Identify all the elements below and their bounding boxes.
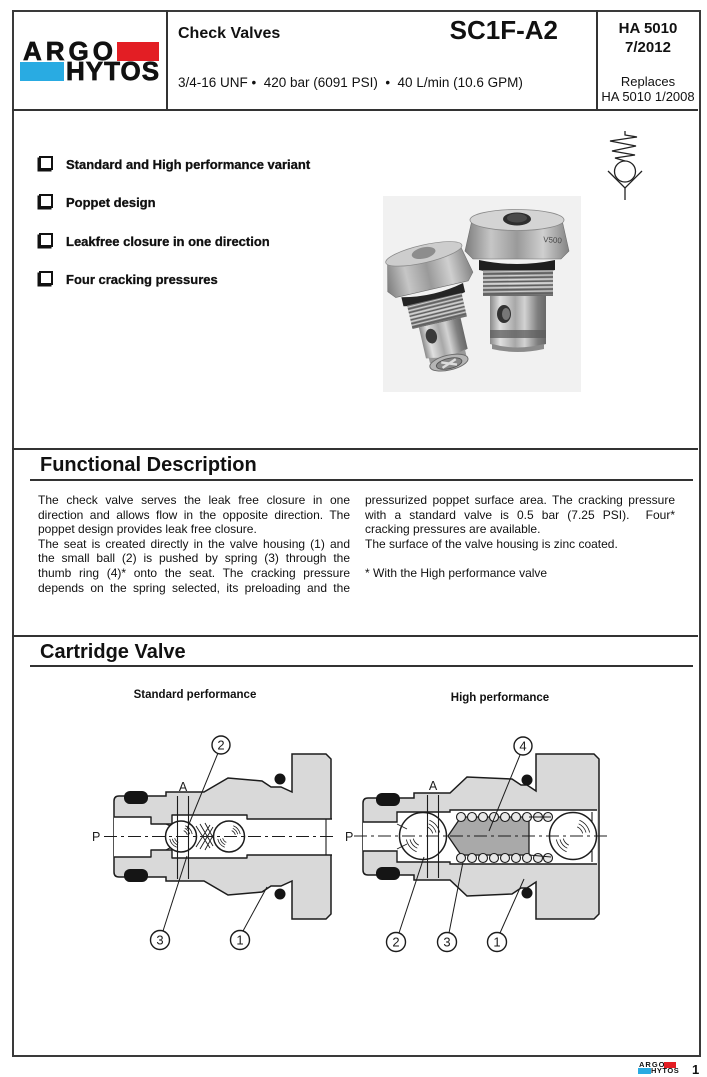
svg-text:P: P xyxy=(345,830,353,844)
svg-text:A: A xyxy=(429,779,438,793)
svg-text:3: 3 xyxy=(156,933,163,948)
svg-text:1: 1 xyxy=(493,935,500,950)
svg-text:1: 1 xyxy=(236,933,243,948)
svg-text:2: 2 xyxy=(392,935,399,950)
svg-text:3: 3 xyxy=(443,935,450,950)
svg-text:V500: V500 xyxy=(543,235,563,245)
svg-text:4: 4 xyxy=(519,739,526,754)
svg-text:2: 2 xyxy=(217,738,224,753)
svg-text:P: P xyxy=(92,830,100,844)
svg-text:A: A xyxy=(179,780,188,794)
